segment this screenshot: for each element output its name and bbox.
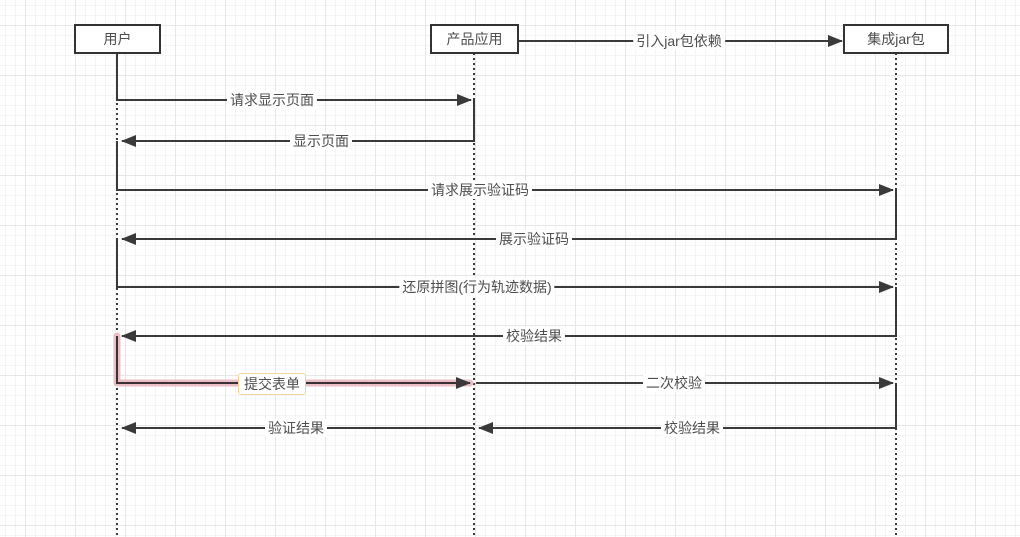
message-label-validation-result[interactable]: 验证结果 [265,419,327,437]
actor-label-user: 用户 [103,31,132,47]
message-line-submit-form[interactable] [116,336,471,389]
message-line-restore-puzzle[interactable] [116,239,894,293]
message-line-verify-result-1[interactable] [121,287,897,342]
actor-box-jar-package[interactable]: 集成jar包 [843,24,949,54]
message-line-show-page[interactable] [121,100,475,147]
message-label-submit-form[interactable]: 提交表单 [238,373,306,395]
message-line-request-show-page[interactable] [116,53,472,106]
message-label-show-captcha[interactable]: 展示验证码 [496,230,572,248]
message-line-request-show-captcha[interactable] [116,141,894,196]
actor-label-jar-package: 集成jar包 [867,31,925,47]
message-label-verify-result-2[interactable]: 校验结果 [661,419,723,437]
message-label-show-page[interactable]: 显示页面 [290,132,352,150]
message-label-restore-puzzle[interactable]: 还原拼图(行为轨迹数据) [399,278,555,296]
actor-box-user[interactable]: 用户 [74,24,161,54]
message-label-second-verify[interactable]: 二次校验 [643,374,705,392]
message-line-show-captcha[interactable] [121,190,897,245]
message-label-request-show-page[interactable]: 请求显示页面 [227,91,317,109]
message-line-verify-result-2[interactable] [478,383,897,434]
actor-box-product-app[interactable]: 产品应用 [430,24,519,54]
message-label-import-jar-dependency[interactable]: 引入jar包依赖 [633,32,725,50]
message-label-verify-result-1[interactable]: 校验结果 [503,327,565,345]
actor-label-product-app: 产品应用 [446,31,503,47]
message-label-request-show-captcha[interactable]: 请求展示验证码 [428,181,532,199]
